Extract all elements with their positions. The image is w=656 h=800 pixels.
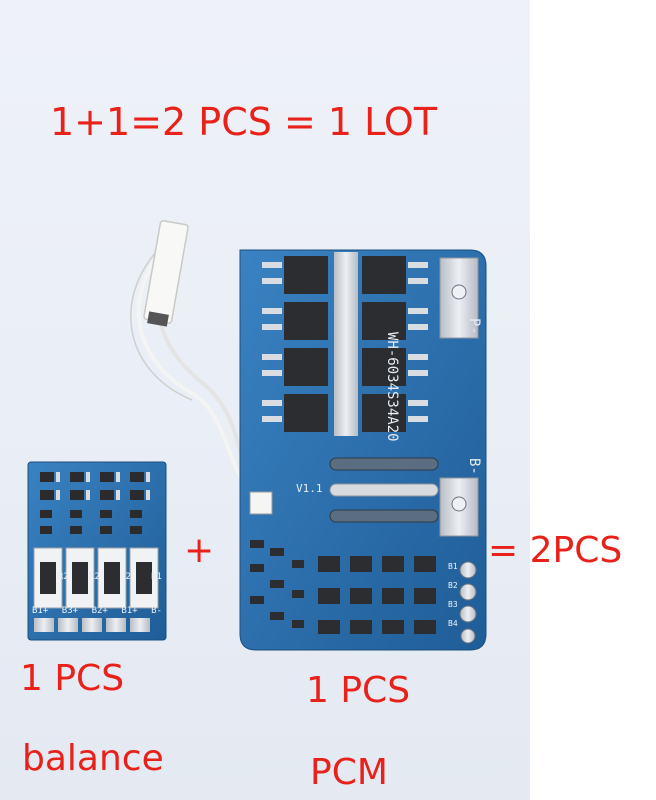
pcm-board <box>239 249 487 651</box>
side-pad-label: B1 <box>448 562 458 571</box>
pcm-connector-pad <box>249 491 273 515</box>
balance-small-components <box>40 472 144 534</box>
pad-label: B- <box>151 606 162 616</box>
balance-pads <box>34 618 150 632</box>
resistor-label: R1 <box>151 572 162 582</box>
pcm-bus-strip <box>334 252 358 436</box>
balance-name-text: balance <box>22 738 164 779</box>
pcm-terminal-p-label: P- <box>466 318 482 335</box>
plus-sign: + <box>184 530 215 571</box>
pcm-count-text: 1 PCS <box>306 670 411 711</box>
pad-label: B1+ <box>121 606 138 616</box>
pcm-smd-components <box>250 540 436 634</box>
background-right-strip <box>530 0 656 800</box>
resistor-label: R2 <box>120 572 131 582</box>
pcm-mosfets <box>284 256 406 432</box>
balance-count-text: 1 PCS <box>20 658 125 699</box>
pad-label: B1+ <box>32 606 49 616</box>
balance-pad-labels: B1+ B3+ B2+ B1+ B- <box>32 606 162 616</box>
resistor-label: R2 <box>89 572 100 582</box>
pcm-terminal-b-label: B- <box>466 458 482 475</box>
side-pad-label: B2 <box>448 581 458 590</box>
pad-label: B2+ <box>91 606 108 616</box>
pcm-model-silkscreen: WH-6034S34A20 <box>384 332 400 442</box>
pad-label: B3+ <box>61 606 79 616</box>
headline-text: 1+1=2 PCS = 1 LOT <box>50 100 438 144</box>
pcm-shunt-resistors <box>329 457 439 523</box>
pcm-version-silkscreen: V1.1 <box>296 482 323 495</box>
result-text: = 2PCS <box>488 530 623 571</box>
balance-board <box>27 461 167 641</box>
balance-resistor-labels: R2 R2 R2 R1 <box>58 572 162 582</box>
balance-resistor-cells <box>33 547 159 609</box>
pcm-side-pads <box>459 561 477 644</box>
side-pad-label: B4 <box>448 619 458 628</box>
side-pad-label: B3 <box>448 600 458 609</box>
balance-wire-harness <box>130 220 266 507</box>
pcm-name-text: PCM <box>310 752 388 793</box>
resistor-label: R2 <box>58 572 69 582</box>
pcm-side-pad-labels: B1 B2 B3 B4 <box>448 562 458 628</box>
